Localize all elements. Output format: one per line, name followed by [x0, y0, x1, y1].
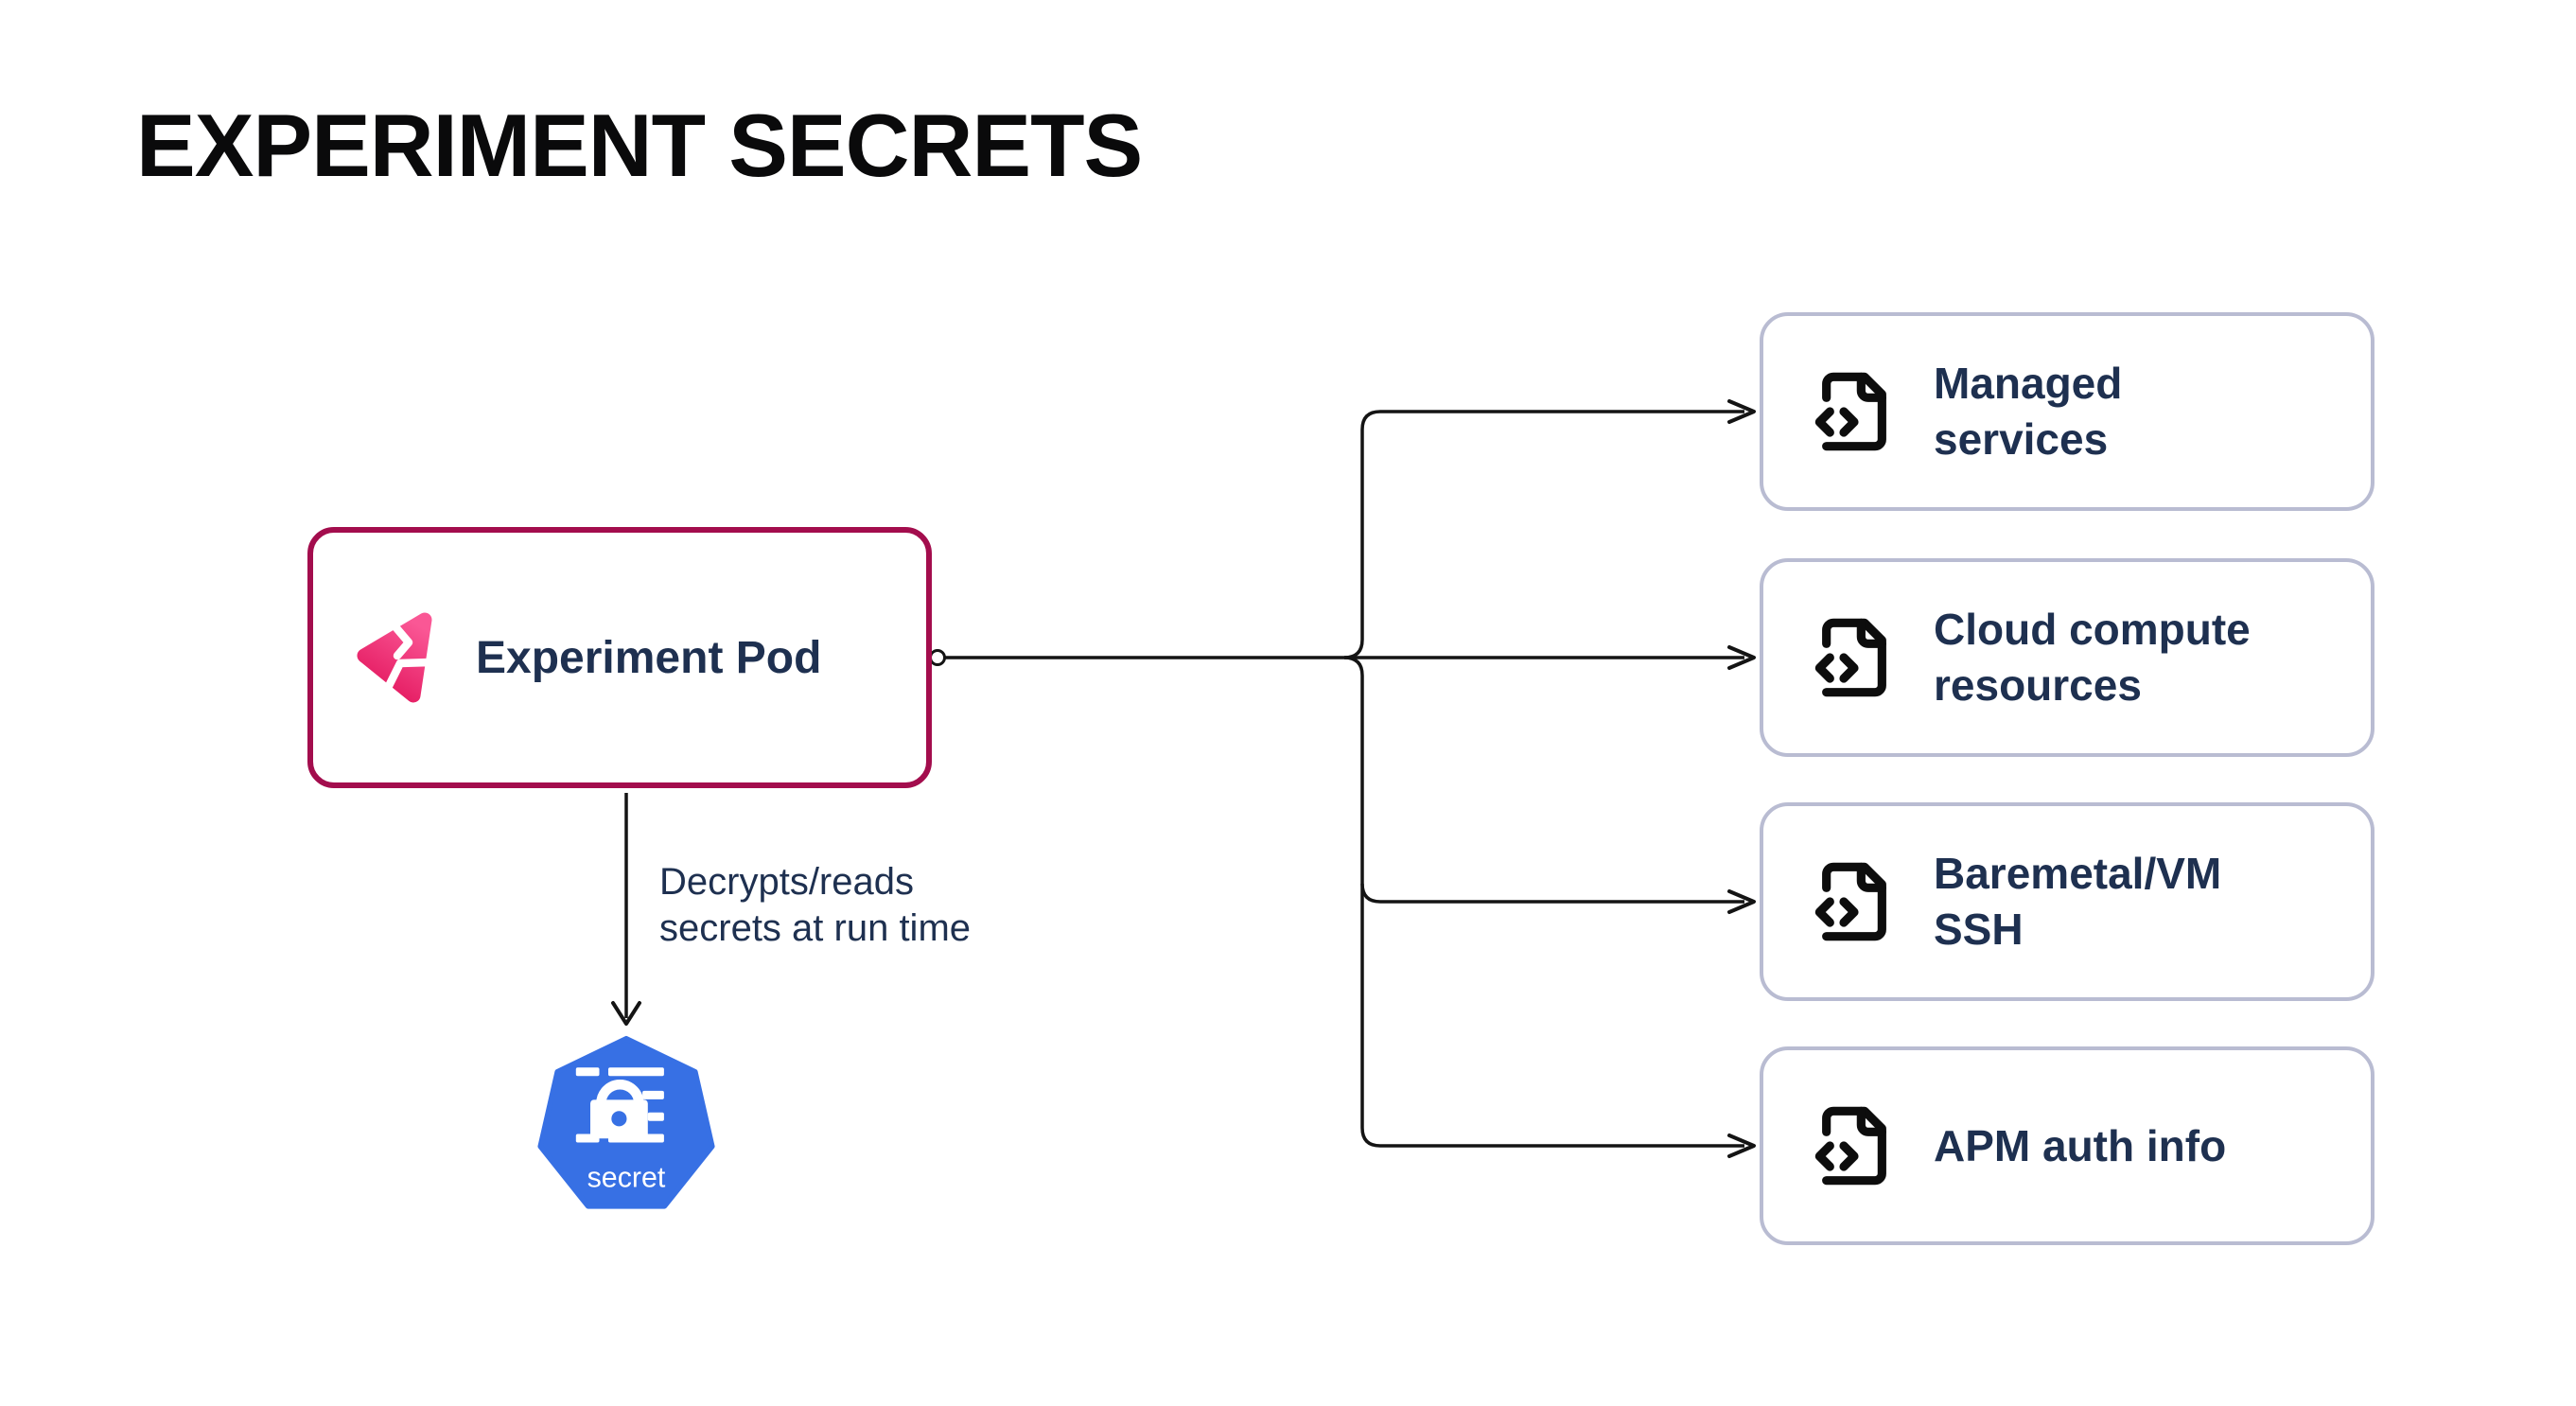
experiment-pod-label: Experiment Pod: [476, 632, 822, 683]
edge-pod-to-apm-auth: [1360, 884, 1744, 1148]
kubernetes-secret-icon: secret: [537, 1035, 715, 1209]
target-label: Cloud compute resources: [1934, 605, 2251, 710]
page-title: EXPERIMENT SECRETS: [136, 96, 1143, 195]
target-node-cloud-compute: Cloud compute resources: [1760, 558, 2374, 757]
connection-point: [929, 649, 946, 666]
file-code-icon: [1814, 372, 1886, 451]
edge-annotation-text: Decrypts/reads secrets at run time: [659, 861, 972, 950]
edge-pod-to-managed-services: [1343, 410, 1744, 659]
arrowhead-icon: [611, 1001, 641, 1026]
file-code-icon: [1814, 862, 1886, 941]
arrowhead-icon: [1727, 1134, 1756, 1158]
target-label: Managed services: [1934, 359, 2123, 464]
arrowhead-icon: [1727, 645, 1756, 670]
file-code-icon: [1814, 618, 1886, 697]
target-label: Baremetal/VM SSH: [1934, 849, 2222, 954]
litmus-chaos-icon: [357, 612, 435, 703]
kubernetes-secret-node: secret: [536, 1035, 716, 1215]
target-label: APM auth info: [1934, 1120, 2227, 1170]
file-code-icon: [1814, 1106, 1886, 1186]
secret-label: secret: [587, 1162, 666, 1194]
arrowhead-icon: [1727, 889, 1756, 914]
target-node-managed-services: Managed services: [1760, 312, 2374, 511]
target-node-baremetal-ssh: Baremetal/VM SSH: [1760, 802, 2374, 1001]
target-node-apm-auth: APM auth info: [1760, 1046, 2374, 1245]
experiment-pod-node: Experiment Pod: [307, 527, 932, 788]
edge-pod-to-baremetal-ssh: [1343, 656, 1744, 904]
arrowhead-icon: [1727, 399, 1756, 424]
